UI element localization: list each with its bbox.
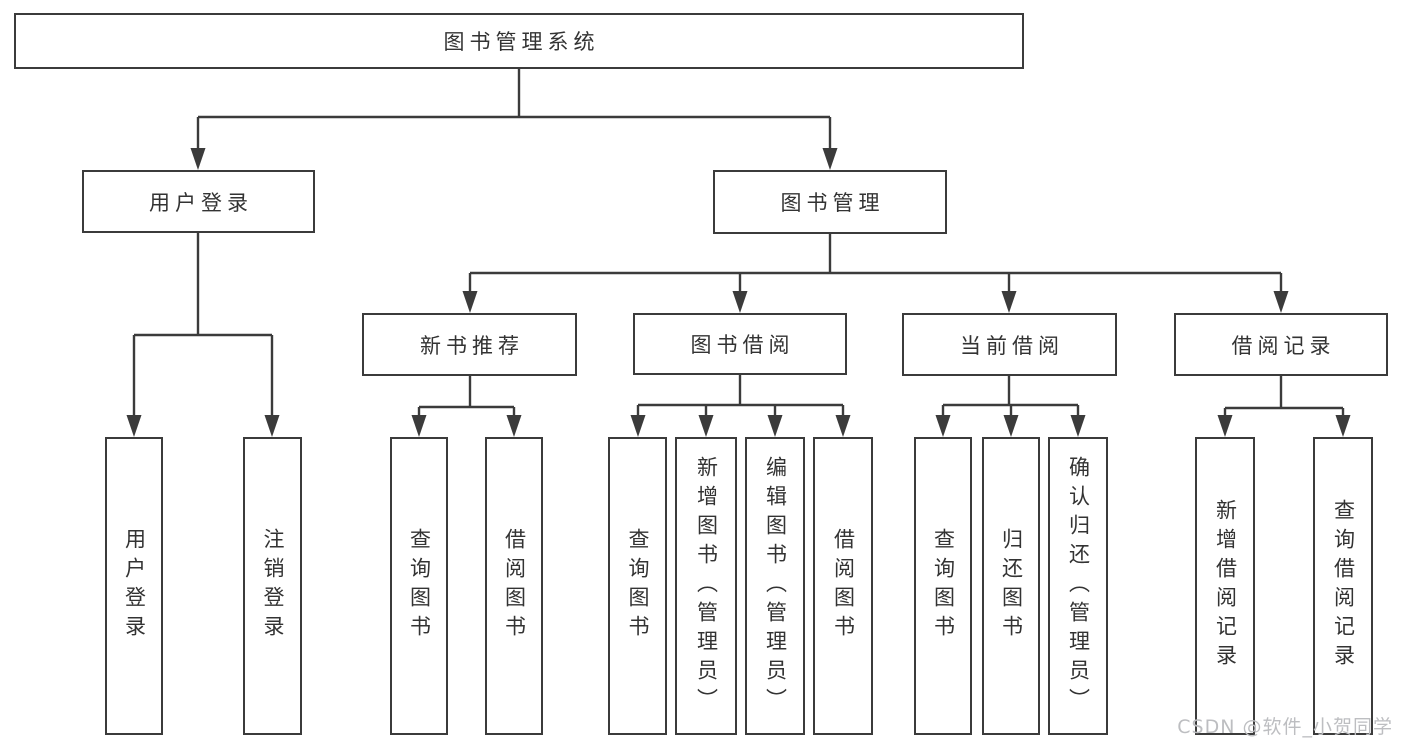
arrow-down-icon <box>1001 291 1017 313</box>
node-label-leaf-add-record: 新增借阅记录 <box>1213 499 1238 673</box>
node-current-borrow: 当前借阅 <box>902 313 1117 376</box>
node-label-leaf-return-book: 归还图书 <box>999 528 1024 644</box>
arrow-down-icon <box>630 415 646 437</box>
arrow-down-icon <box>264 415 280 437</box>
arrow-down-icon <box>822 148 838 170</box>
arrow-down-icon <box>1003 415 1019 437</box>
arrow-down-icon <box>1335 415 1351 437</box>
node-label-leaf-borrow-book-1: 借阅图书 <box>502 528 527 644</box>
arrow-down-icon <box>411 415 427 437</box>
arrow-down-icon <box>698 415 714 437</box>
node-leaf-confirm-return: 确认归还（管理员） <box>1048 437 1108 735</box>
arrow-down-icon <box>732 291 748 313</box>
node-new-book-recommend: 新书推荐 <box>362 313 577 376</box>
node-label-user-login: 用户登录 <box>149 190 253 215</box>
node-leaf-query-book-1: 查询图书 <box>390 437 448 735</box>
node-leaf-borrow-book-2: 借阅图书 <box>813 437 873 735</box>
node-label-leaf-borrow-book-2: 借阅图书 <box>831 528 856 644</box>
node-leaf-add-record: 新增借阅记录 <box>1195 437 1255 735</box>
node-label-book-borrow: 图书借阅 <box>690 333 795 357</box>
arrow-down-icon <box>1070 415 1086 437</box>
node-label-leaf-confirm-return: 确认归还（管理员） <box>1066 455 1091 717</box>
node-label-leaf-query-book-1: 查询图书 <box>407 528 432 644</box>
node-user-login: 用户登录 <box>82 170 315 233</box>
node-leaf-return-book: 归还图书 <box>982 437 1040 735</box>
node-label-book-management: 图书管理 <box>780 191 885 215</box>
node-label-leaf-user-login: 用户登录 <box>122 528 147 644</box>
arrow-down-icon <box>1217 415 1233 437</box>
node-label-leaf-query-record: 查询借阅记录 <box>1331 499 1356 673</box>
node-label-leaf-logout: 注销登录 <box>261 528 285 644</box>
node-label-leaf-query-book-2: 查询图书 <box>626 528 650 644</box>
arrow-down-icon <box>935 415 951 437</box>
arrow-down-icon <box>462 291 478 313</box>
node-book-management: 图书管理 <box>713 170 947 234</box>
node-leaf-query-record: 查询借阅记录 <box>1313 437 1373 735</box>
arrow-down-icon <box>835 415 851 437</box>
node-label-borrow-record: 借阅记录 <box>1231 333 1336 358</box>
node-leaf-borrow-book-1: 借阅图书 <box>485 437 543 735</box>
arrow-down-icon <box>190 148 206 170</box>
node-leaf-add-book: 新增图书（管理员） <box>675 437 737 735</box>
node-leaf-query-book-2: 查询图书 <box>608 437 667 735</box>
node-label-root: 图书管理系统 <box>443 30 600 54</box>
node-book-borrow: 图书借阅 <box>633 313 847 375</box>
node-label-new-book-recommend: 新书推荐 <box>420 333 524 358</box>
node-label-leaf-edit-book: 编辑图书（管理员） <box>763 455 788 717</box>
node-borrow-record: 借阅记录 <box>1174 313 1388 376</box>
node-leaf-edit-book: 编辑图书（管理员） <box>745 437 805 735</box>
node-leaf-query-book-3: 查询图书 <box>914 437 972 735</box>
node-label-leaf-query-book-3: 查询图书 <box>931 528 956 644</box>
node-leaf-user-login: 用户登录 <box>105 437 163 735</box>
watermark-text: CSDN @软件_小贺同学 <box>1177 716 1393 738</box>
node-label-leaf-add-book: 新增图书（管理员） <box>694 455 719 717</box>
node-root: 图书管理系统 <box>14 13 1024 69</box>
node-leaf-logout: 注销登录 <box>243 437 302 735</box>
arrow-down-icon <box>1273 291 1289 313</box>
arrow-down-icon <box>506 415 522 437</box>
arrow-down-icon <box>767 415 783 437</box>
node-label-current-borrow: 当前借阅 <box>960 333 1064 358</box>
arrow-down-icon <box>126 415 142 437</box>
